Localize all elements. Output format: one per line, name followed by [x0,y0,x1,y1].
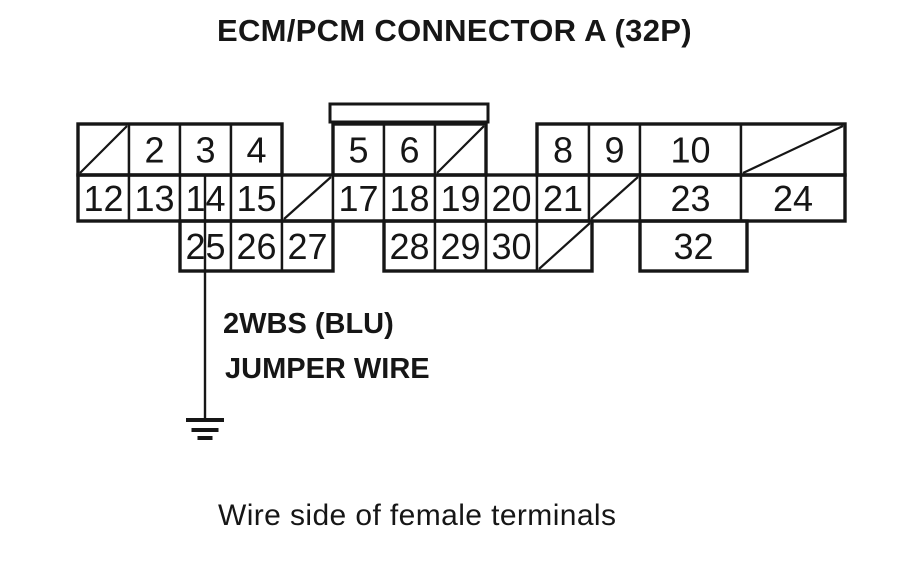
pin-number-label: 30 [491,226,531,267]
pin-number-label: 19 [440,178,480,219]
no-pin-slash-icon [79,125,128,174]
blank-cell [280,173,335,223]
pin-cell-28: 28 [382,219,437,273]
pin-number-label: 8 [553,130,573,171]
pin-cell-30: 30 [484,219,539,273]
pin-number-label: 9 [604,130,624,171]
jumper-wire-label: JUMPER WIRE [225,353,430,385]
pin-number-label: 20 [491,178,531,219]
no-pin-slash-icon [283,176,332,220]
pin-number-label: 27 [287,226,327,267]
pin-cell-2: 2 [127,122,182,177]
pin-cell-20: 20 [484,173,539,223]
diagram-title: ECM/PCM CONNECTOR A (32P) [217,13,692,48]
no-pin-slash-icon [742,125,844,174]
blank-cell [433,122,488,177]
pin-number-label: 2 [144,130,164,171]
pin-number-label: 24 [773,178,813,219]
connector-block-outline [178,219,335,273]
blank-cell [587,173,642,223]
pin-number-label: 13 [134,178,174,219]
pin-cell-27: 27 [280,219,335,273]
blank-cell [739,122,847,177]
pin-cell-23: 23 [638,173,743,223]
connector-key-tab [328,102,490,124]
pin-number-label: 12 [83,178,123,219]
pin-cell-8: 8 [535,122,591,177]
pin-cell-24: 24 [739,173,847,223]
pin-number-label: 26 [236,226,276,267]
connector-block-outline [382,219,594,273]
pin-cell-19: 19 [433,173,488,223]
no-pin-slash-icon [590,176,639,220]
pin-cell-29: 29 [433,219,488,273]
pin-cell-17: 17 [331,173,386,223]
no-pin-slash-icon [538,222,591,270]
pin-cell-21: 21 [535,173,591,223]
pin-number-label: 4 [246,130,266,171]
pin-cell-32: 32 [638,219,749,273]
pin-number-label: 10 [670,130,710,171]
pin-number-label: 18 [389,178,429,219]
wire-side-caption: Wire side of female terminals [218,499,617,532]
pin-cell-9: 9 [587,122,642,177]
pin-cell-13: 13 [127,173,182,223]
pin-cell-15: 15 [229,173,284,223]
pin-number-label: 17 [338,178,378,219]
pin-cell-12: 12 [76,173,131,223]
pin-cell-5: 5 [331,122,386,177]
pin-number-label: 28 [389,226,429,267]
ground-symbol-icon [186,418,224,440]
wire-color-label: 2WBS (BLU) [223,308,394,340]
pin-cell-18: 18 [382,173,437,223]
connector-block-outline [638,219,749,273]
pin-cell-3: 3 [178,122,233,177]
pin-cell-4: 4 [229,122,284,177]
pin-cell-10: 10 [638,122,743,177]
pin-number-label: 5 [348,130,368,171]
pin-number-label: 23 [670,178,710,219]
pin-number-label: 6 [399,130,419,171]
pin-number-label: 21 [543,178,583,219]
pin-number-label: 15 [236,178,276,219]
pin-number-label: 3 [195,130,215,171]
pin-cell-26: 26 [229,219,284,273]
no-pin-slash-icon [436,125,485,174]
pin-number-label: 29 [440,226,480,267]
blank-cell [535,219,594,273]
blank-cell [76,122,131,177]
pin-number-label: 32 [673,226,713,267]
pin-cell-6: 6 [382,122,437,177]
